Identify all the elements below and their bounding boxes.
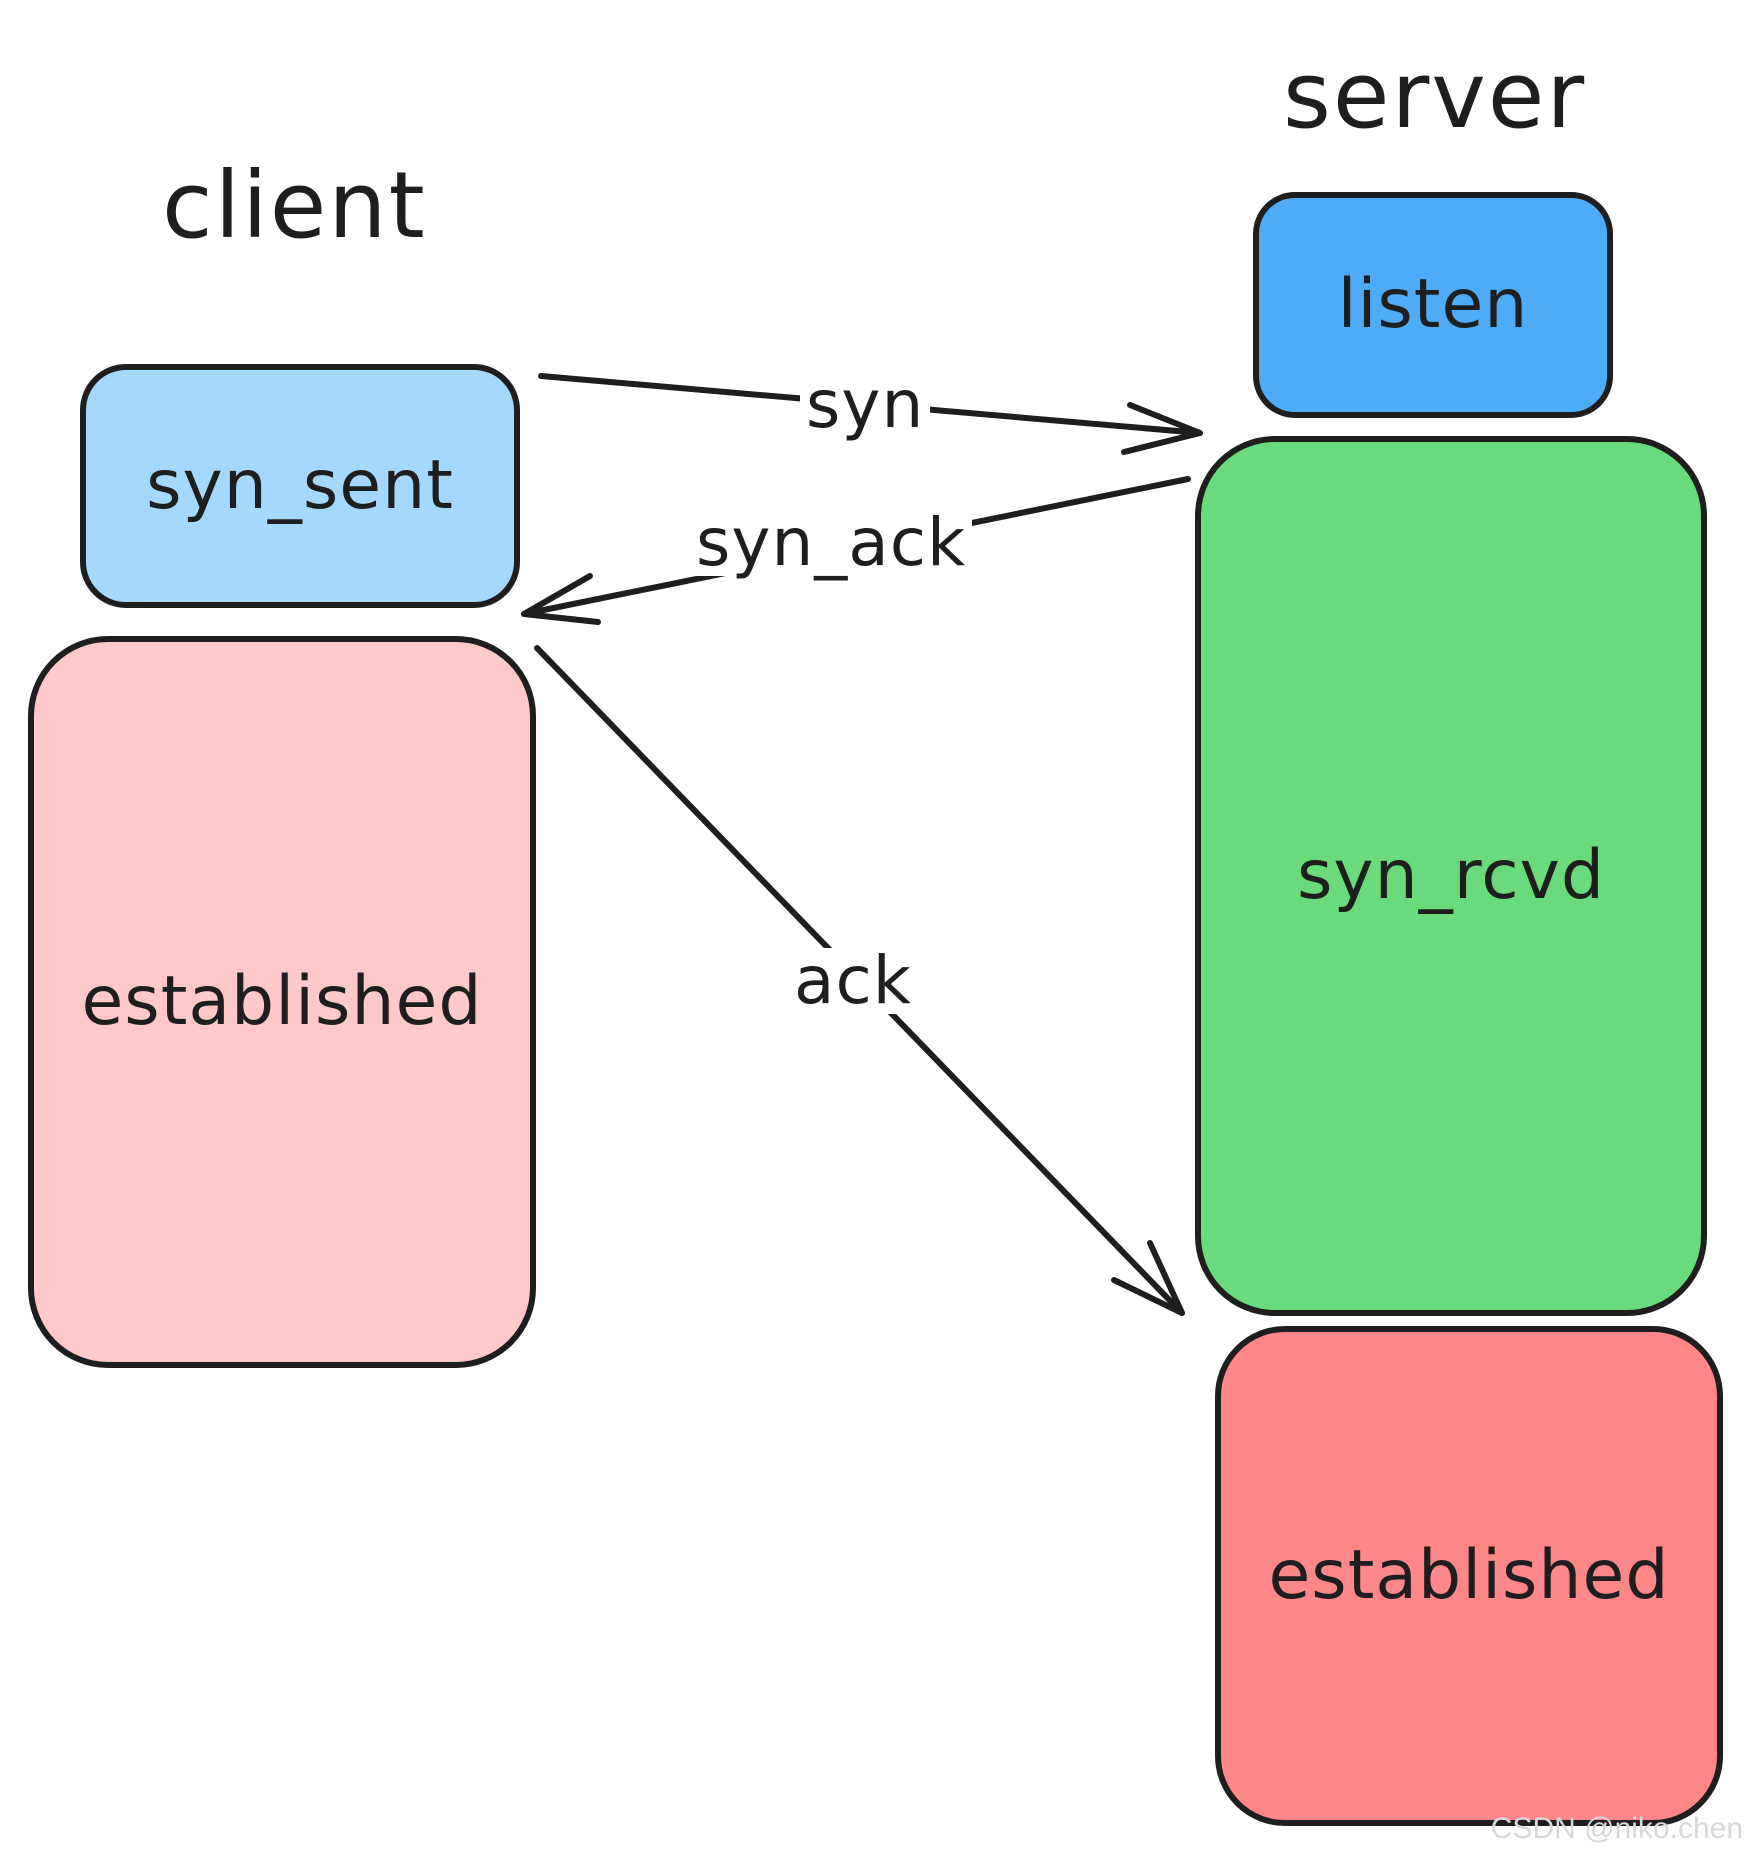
- watermark: CSDN @niko.chen: [1490, 1812, 1743, 1845]
- server-syn-rcvd-state: syn_rcvd: [1195, 436, 1707, 1316]
- server-listen-label: listen: [1337, 265, 1529, 344]
- client-established-state: established: [28, 636, 536, 1368]
- ack-label: ack: [788, 948, 918, 1014]
- client-established-label: established: [81, 962, 483, 1041]
- server-established-state: established: [1215, 1326, 1723, 1826]
- syn-ack-arrowhead: [521, 573, 601, 625]
- client-title: client: [162, 152, 427, 259]
- server-syn-rcvd-label: syn_rcvd: [1296, 836, 1606, 915]
- server-listen-state: listen: [1253, 192, 1613, 418]
- syn-ack-label: syn_ack: [690, 510, 973, 576]
- server-established-label: established: [1268, 1536, 1670, 1615]
- client-syn-sent-label: syn_sent: [146, 446, 454, 525]
- syn-arrowhead: [1121, 402, 1203, 455]
- client-syn-sent-state: syn_sent: [80, 364, 520, 608]
- ack-arrowhead: [1111, 1240, 1185, 1316]
- server-title: server: [1283, 42, 1587, 149]
- syn-label: syn: [800, 372, 931, 438]
